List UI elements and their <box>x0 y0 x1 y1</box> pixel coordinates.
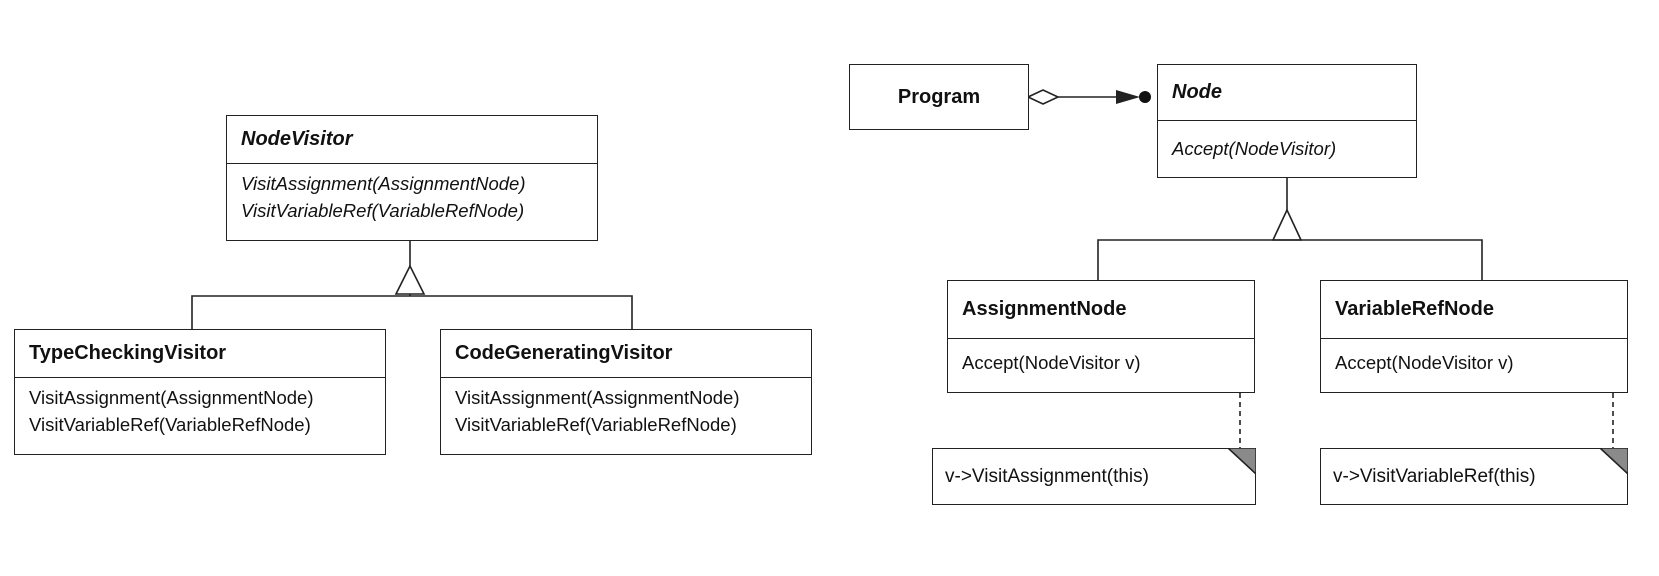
class-node: Node Accept(NodeVisitor) <box>1157 64 1417 178</box>
note-variable-ref-node: v->VisitVariableRef(this) <box>1320 448 1628 505</box>
class-code-generating-visitor: CodeGeneratingVisitor VisitAssignment(As… <box>440 329 812 455</box>
operation: VisitVariableRef(VariableRefNode) <box>455 414 737 435</box>
class-variable-ref-node: VariableRefNode Accept(NodeVisitor v) <box>1320 280 1628 393</box>
operation: VisitAssignment(AssignmentNode) <box>29 387 314 408</box>
class-operations: Accept(NodeVisitor) <box>1158 121 1416 168</box>
operation: Accept(NodeVisitor v) <box>1335 352 1514 373</box>
class-operations: VisitAssignment(AssignmentNode) VisitVar… <box>227 164 597 230</box>
folded-corner-icon <box>1600 448 1628 474</box>
operation: Accept(NodeVisitor) <box>1172 138 1337 159</box>
operation: Accept(NodeVisitor v) <box>962 352 1141 373</box>
class-name: AssignmentNode <box>948 281 1254 339</box>
operation: VisitVariableRef(VariableRefNode) <box>241 200 525 221</box>
generalization-triangle <box>394 264 426 295</box>
note-assignment-node: v->VisitAssignment(this) <box>932 448 1256 505</box>
operation: VisitAssignment(AssignmentNode) <box>455 387 740 408</box>
operation: VisitVariableRef(VariableRefNode) <box>29 414 311 435</box>
multiplicity-dot <box>1139 91 1151 103</box>
class-operations: Accept(NodeVisitor v) <box>1321 339 1627 382</box>
note-text: v->VisitAssignment(this) <box>945 465 1149 487</box>
node-inheritance <box>1097 178 1483 280</box>
note-text: v->VisitVariableRef(this) <box>1333 465 1536 487</box>
class-name: TypeCheckingVisitor <box>15 330 385 378</box>
class-name: VariableRefNode <box>1321 281 1627 339</box>
class-name: Program <box>897 85 981 108</box>
aggregation-diamond <box>1026 89 1060 105</box>
class-type-checking-visitor: TypeCheckingVisitor VisitAssignment(Assi… <box>14 329 386 455</box>
class-operations: VisitAssignment(AssignmentNode) VisitVar… <box>15 378 385 444</box>
folded-corner-icon <box>1228 448 1256 474</box>
program-node-aggregation <box>1026 89 1151 105</box>
class-name: CodeGeneratingVisitor <box>441 330 811 378</box>
nodevisitor-inheritance <box>191 240 633 329</box>
class-node-visitor: NodeVisitor VisitAssignment(AssignmentNo… <box>226 115 598 241</box>
class-name: NodeVisitor <box>227 116 597 164</box>
generalization-triangle <box>1271 208 1303 241</box>
class-operations: VisitAssignment(AssignmentNode) VisitVar… <box>441 378 811 444</box>
class-program: Program <box>849 64 1029 130</box>
class-name: Node <box>1158 65 1416 121</box>
class-operations: Accept(NodeVisitor v) <box>948 339 1254 382</box>
class-assignment-node: AssignmentNode Accept(NodeVisitor v) <box>947 280 1255 393</box>
operation: VisitAssignment(AssignmentNode) <box>241 173 526 194</box>
arrow-head <box>1116 90 1140 104</box>
